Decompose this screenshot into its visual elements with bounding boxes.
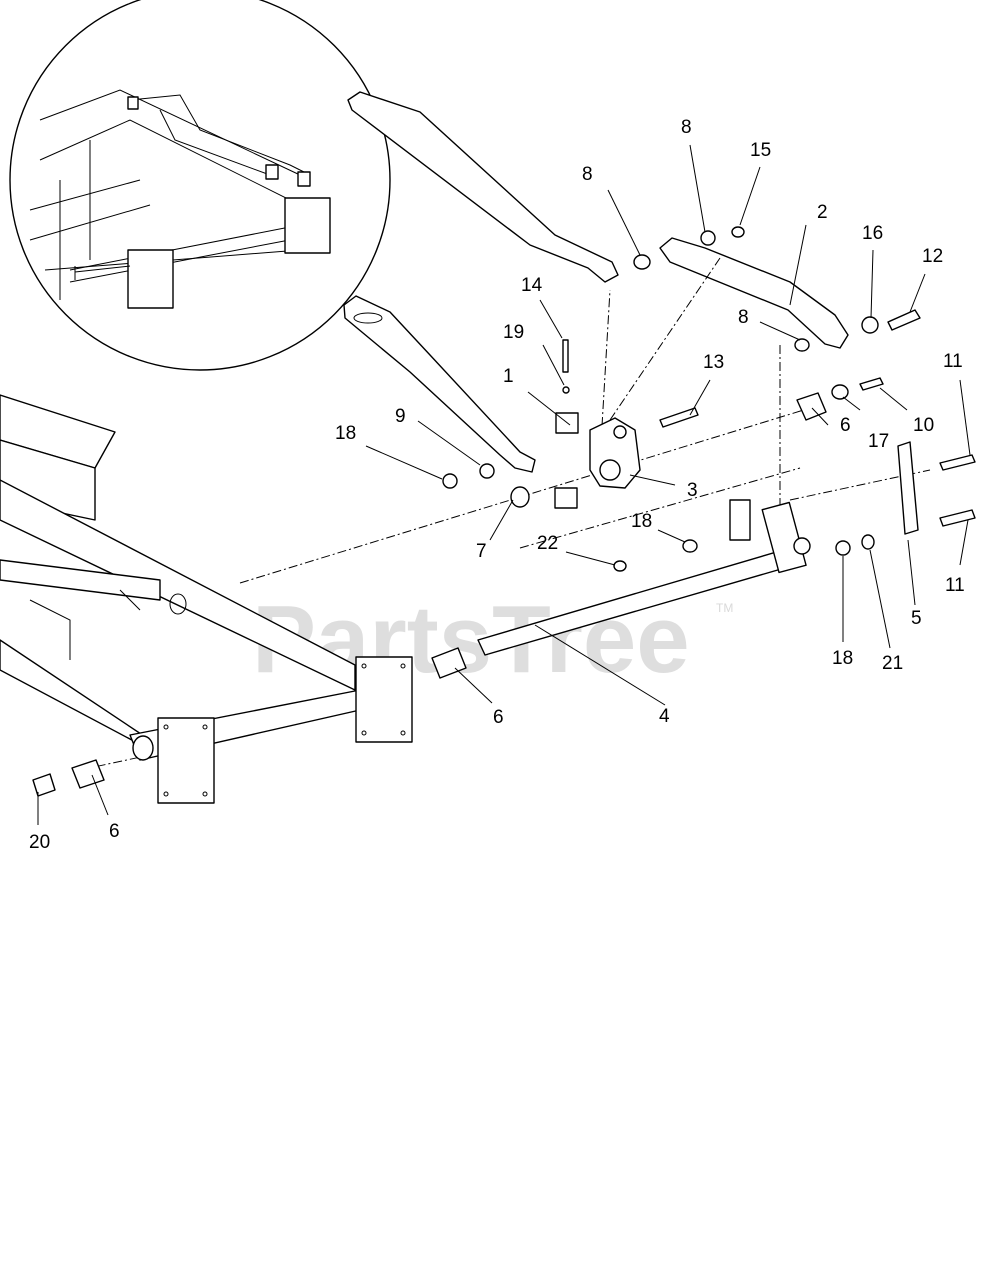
callout-8-top: 8 <box>681 117 692 138</box>
callout-6-middle: 6 <box>493 707 504 728</box>
callout-9: 9 <box>395 406 406 427</box>
callout-13: 13 <box>703 352 724 373</box>
callout-8-right: 8 <box>738 307 749 328</box>
leader-lines <box>37 144 971 825</box>
callout-10: 10 <box>913 415 934 436</box>
mount-plate-right <box>355 656 413 743</box>
callout-17: 17 <box>868 431 889 452</box>
callout-12: 12 <box>922 246 943 267</box>
callout-8-left: 8 <box>582 164 593 185</box>
callout-3: 3 <box>687 480 698 501</box>
callout-16: 16 <box>862 223 883 244</box>
callout-20: 20 <box>29 832 50 853</box>
inset-detail-view <box>9 0 391 371</box>
callout-4: 4 <box>659 706 670 727</box>
callout-7: 7 <box>476 541 487 562</box>
callout-11-upper: 11 <box>943 351 963 372</box>
callout-1: 1 <box>503 366 514 387</box>
callout-11-lower: 11 <box>945 575 965 596</box>
hardware-parts <box>32 226 976 797</box>
callout-6-lower: 6 <box>109 821 120 842</box>
deck-frame <box>0 394 413 804</box>
callout-15: 15 <box>750 140 771 161</box>
callout-19: 19 <box>503 322 524 343</box>
shaft-part-4 <box>477 499 811 656</box>
callout-14: 14 <box>521 275 543 296</box>
link-part-2 <box>659 237 849 349</box>
callout-6-upper: 6 <box>840 415 851 436</box>
mount-plate-left <box>157 717 215 804</box>
callout-18-middle: 18 <box>631 511 652 532</box>
callout-22: 22 <box>537 533 558 554</box>
upper-link-arm <box>347 91 619 283</box>
callout-2: 2 <box>817 202 828 223</box>
bellcrank-part-3 <box>554 412 641 509</box>
callout-18-left: 18 <box>335 423 356 444</box>
watermark-trademark: TM <box>716 601 733 615</box>
callout-5: 5 <box>911 608 922 629</box>
lower-link-arm <box>343 295 536 473</box>
callout-21: 21 <box>882 653 903 674</box>
callout-18-right: 18 <box>832 648 853 669</box>
callout-labels: 1 2 3 4 5 6 6 6 7 8 8 8 9 10 11 11 12 13… <box>29 117 965 853</box>
